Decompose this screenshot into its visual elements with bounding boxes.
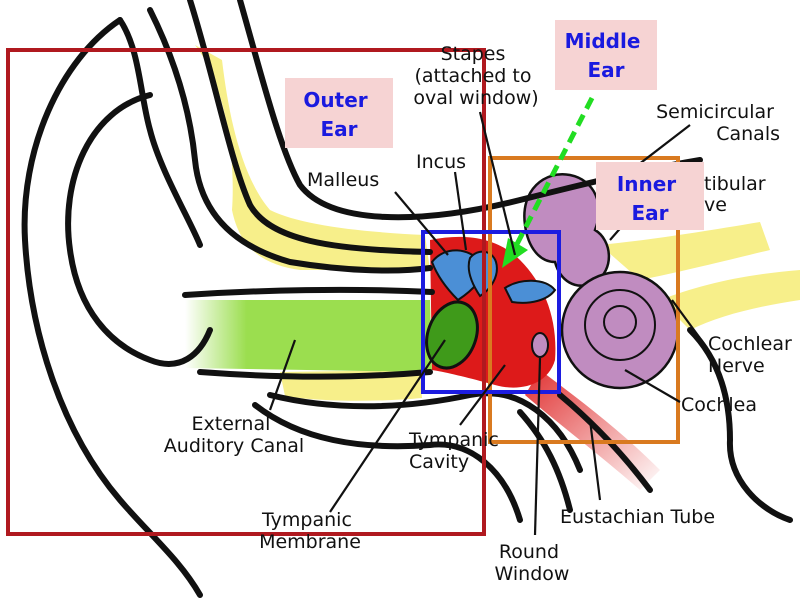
bone-nerve-region bbox=[600, 222, 770, 280]
canal-bottom-line bbox=[197, 369, 433, 380]
cochlea-innermost-turn bbox=[603, 305, 637, 339]
lower-skull-line bbox=[252, 402, 523, 523]
bone-top-outline bbox=[147, 7, 433, 274]
cochlear-nerve-yellow bbox=[660, 270, 800, 330]
middle-ear-label-box bbox=[555, 20, 657, 90]
eustachian-tube-label: Eustachian Tube bbox=[560, 506, 715, 528]
external-auditory-canal-label: External Auditory Canal bbox=[164, 413, 304, 457]
external-canal-shape bbox=[185, 300, 432, 372]
vestibular-nerve-label: tibular ve bbox=[704, 173, 772, 216]
round-window-label: Round Window bbox=[495, 541, 570, 585]
middle-ear-box bbox=[421, 230, 561, 394]
outer-ear-title: Outer Ear bbox=[303, 88, 374, 141]
semicircular-canals-label: Semicircular Canals bbox=[656, 101, 780, 145]
right-skull-curve bbox=[687, 327, 793, 523]
cochlea-label: Cochlea bbox=[681, 394, 757, 416]
canal-top-line bbox=[182, 286, 435, 298]
round-window-shape bbox=[531, 332, 549, 358]
eustachian-outline-1 bbox=[557, 392, 653, 493]
cochlear-nerve-label: Cochlear Nerve bbox=[708, 333, 798, 377]
skull-curve-2 bbox=[187, 0, 433, 255]
inner-ear-box bbox=[488, 156, 680, 444]
stapes-label: Stapes (attached to oval window) bbox=[413, 43, 538, 109]
tympanic-membrane-label: Tympanic Membrane bbox=[259, 509, 361, 553]
tympanic-membrane-shape bbox=[425, 300, 479, 370]
inner-ear-title: Inner Ear bbox=[617, 172, 683, 225]
stapes-shape bbox=[503, 279, 557, 304]
lower-jaw-line bbox=[267, 390, 583, 473]
tympanic-cavity-label: Tympanic Cavity bbox=[408, 429, 505, 473]
outer-ear-box bbox=[6, 48, 486, 536]
middle-ear-title: Middle Ear bbox=[565, 29, 648, 82]
incus-label: Incus bbox=[416, 151, 466, 173]
inner-ear-label-box bbox=[596, 162, 704, 230]
eustachian-outline-2 bbox=[517, 409, 573, 513]
malleus-label: Malleus bbox=[307, 169, 379, 191]
cochlea-inner-turn bbox=[584, 289, 656, 361]
outer-ear-label-box bbox=[285, 78, 393, 148]
pinna-outline bbox=[21, 17, 203, 598]
pinna-inner-fold bbox=[65, 92, 213, 367]
inner-ear-structures bbox=[523, 172, 680, 390]
helix-top bbox=[117, 17, 203, 248]
